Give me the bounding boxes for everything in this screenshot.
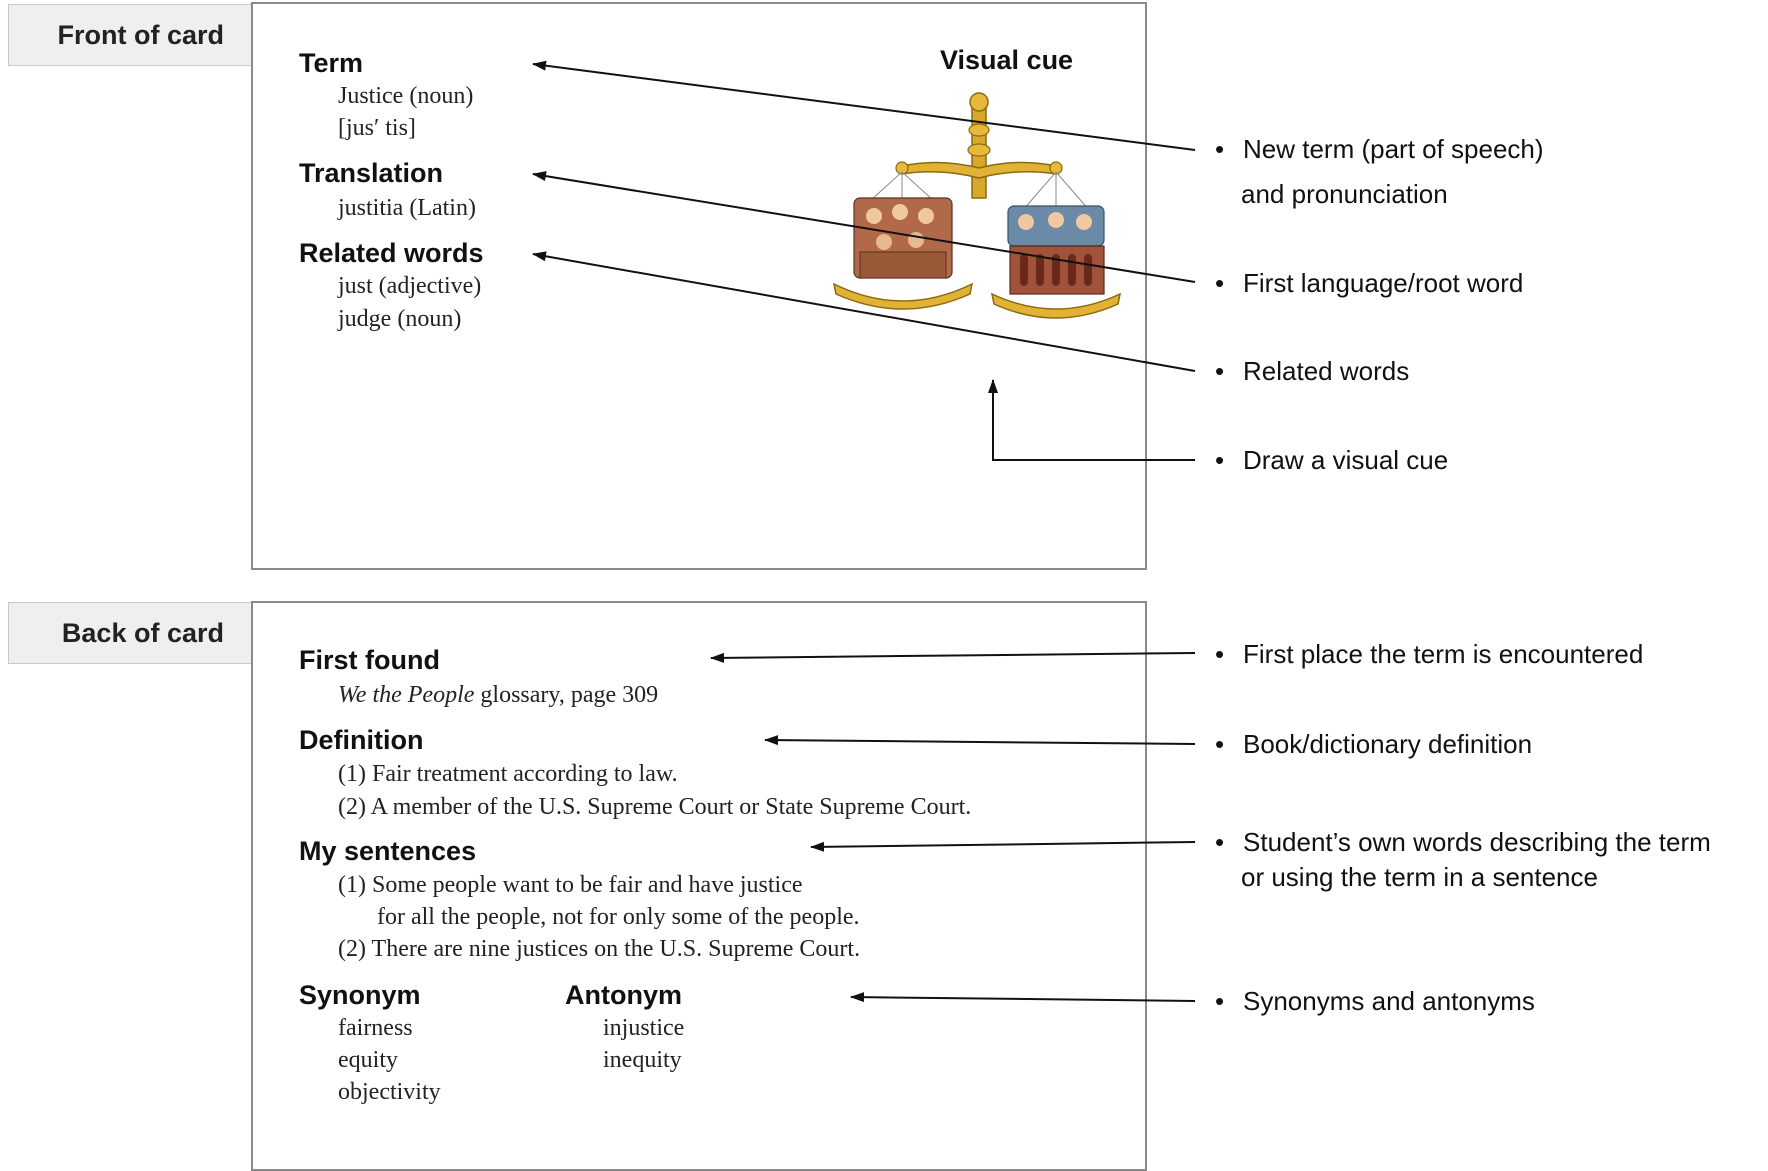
definition-heading: Definition xyxy=(299,725,424,755)
definition-line: (1) Fair treatment according to law. xyxy=(338,761,678,787)
front-of-card-tab: Front of card xyxy=(8,4,252,66)
sentence-line: for all the people, not for only some of… xyxy=(377,904,860,930)
related-word-line: judge (noun) xyxy=(338,306,462,332)
annotation-visual-cue: Draw a visual cue xyxy=(1243,445,1449,475)
arrow-related-words xyxy=(532,251,1196,372)
arrow-translation xyxy=(532,171,1196,283)
arrow-my-sentences xyxy=(810,841,1196,852)
term-line: Justice (noun) xyxy=(338,83,474,109)
antonym-item: inequity xyxy=(603,1047,682,1073)
annotation-bullet: • xyxy=(1215,445,1225,475)
arrow-definition xyxy=(764,735,1196,746)
antonym-heading: Antonym xyxy=(565,980,682,1010)
translation-heading: Translation xyxy=(299,158,444,188)
glossary-reference: glossary, page 309 xyxy=(474,682,659,708)
arrow-first-found xyxy=(710,652,1196,663)
annotation-new-term: New term (part of speech) xyxy=(1243,134,1544,164)
annotation-bullet: • xyxy=(1215,639,1225,669)
related-word-line: just (adjective) xyxy=(338,273,482,299)
sentence-line: (2) There are nine justices on the U.S. … xyxy=(338,936,861,962)
annotation-bullet: • xyxy=(1215,134,1225,164)
synonym-item: equity xyxy=(338,1047,398,1073)
front-of-card-label: Front of card xyxy=(57,19,225,50)
first-found-line: We the People glossary, page 309 xyxy=(338,683,658,707)
synonym-heading: Synonym xyxy=(299,980,421,1010)
antonym-item: injustice xyxy=(603,1015,685,1041)
visual-cue-heading: Visual cue xyxy=(940,45,1074,75)
first-found-heading: First found xyxy=(299,645,440,675)
book-title: We the People xyxy=(338,682,475,708)
arrow-synonym-antonym xyxy=(850,992,1196,1003)
annotation-bullet: • xyxy=(1215,268,1225,298)
annotation-new-term-cont: and pronunciation xyxy=(1241,179,1448,209)
pronunciation-line: [jus′ tis] xyxy=(338,115,416,141)
annotation-bullet: • xyxy=(1215,986,1225,1016)
front-card xyxy=(251,2,1147,570)
sentence-line: (1) Some people want to be fair and have… xyxy=(338,872,803,898)
annotation-sentences: Student’s own words describing the term xyxy=(1243,827,1711,857)
synonym-item: fairness xyxy=(338,1015,413,1041)
annotation-synonyms-antonyms: Synonyms and antonyms xyxy=(1243,986,1535,1016)
back-card xyxy=(251,601,1147,1171)
annotation-definition: Book/dictionary definition xyxy=(1243,729,1533,759)
annotation-first-found: First place the term is encountered xyxy=(1243,639,1644,669)
term-heading: Term xyxy=(299,48,364,78)
translation-line: justitia (Latin) xyxy=(338,195,476,221)
annotation-root-word: First language/root word xyxy=(1243,268,1524,298)
back-of-card-tab: Back of card xyxy=(8,602,252,664)
arrow-term xyxy=(532,60,1196,151)
annotation-bullet: • xyxy=(1215,356,1225,386)
definition-line: (2) A member of the U.S. Supreme Court o… xyxy=(338,794,972,820)
my-sentences-heading: My sentences xyxy=(299,836,477,866)
synonym-item: objectivity xyxy=(338,1079,441,1105)
arrow-visual-cue xyxy=(988,379,1195,461)
back-of-card-label: Back of card xyxy=(61,617,224,648)
related-words-heading: Related words xyxy=(299,238,484,268)
annotation-bullet: • xyxy=(1215,729,1225,759)
annotation-related-words: Related words xyxy=(1243,356,1410,386)
annotation-sentences-cont: or using the term in a sentence xyxy=(1241,862,1598,892)
annotation-bullet: • xyxy=(1215,827,1225,857)
